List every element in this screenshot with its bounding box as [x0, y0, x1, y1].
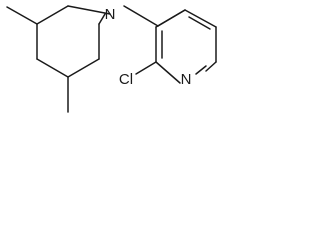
- double-bond-inner-top: [188, 16, 211, 30]
- methyl-bond-upper: [6, 6, 38, 25]
- double-bond-inner-bottom: [195, 65, 207, 75]
- molecule-drawing: N Cl N: [6, 5, 217, 113]
- bond-c6-n1: [98, 13, 106, 25]
- bond-c3-c4: [36, 58, 69, 78]
- bond-n1-c2: [67, 5, 111, 15]
- piperidine-ring: [36, 5, 111, 78]
- chlorine-label: Cl: [119, 71, 133, 88]
- pyridine-ring: [155, 9, 217, 84]
- bond-c4-c5: [67, 58, 100, 78]
- bond-py-c3-c3a: [155, 9, 186, 28]
- structure-canvas: N Cl N: [0, 0, 250, 128]
- bond-n-ch2: [123, 5, 159, 27]
- bond-c-cl: [135, 61, 157, 75]
- piperidine-nitrogen-label: N: [105, 6, 116, 23]
- bond-py-n-c2: [155, 61, 181, 84]
- bond-c2-c3-top: [36, 5, 69, 25]
- pyridine-nitrogen-label: N: [181, 71, 192, 88]
- bond-py-c5-c6: [205, 61, 217, 72]
- bond-py-c3-c4: [184, 9, 217, 28]
